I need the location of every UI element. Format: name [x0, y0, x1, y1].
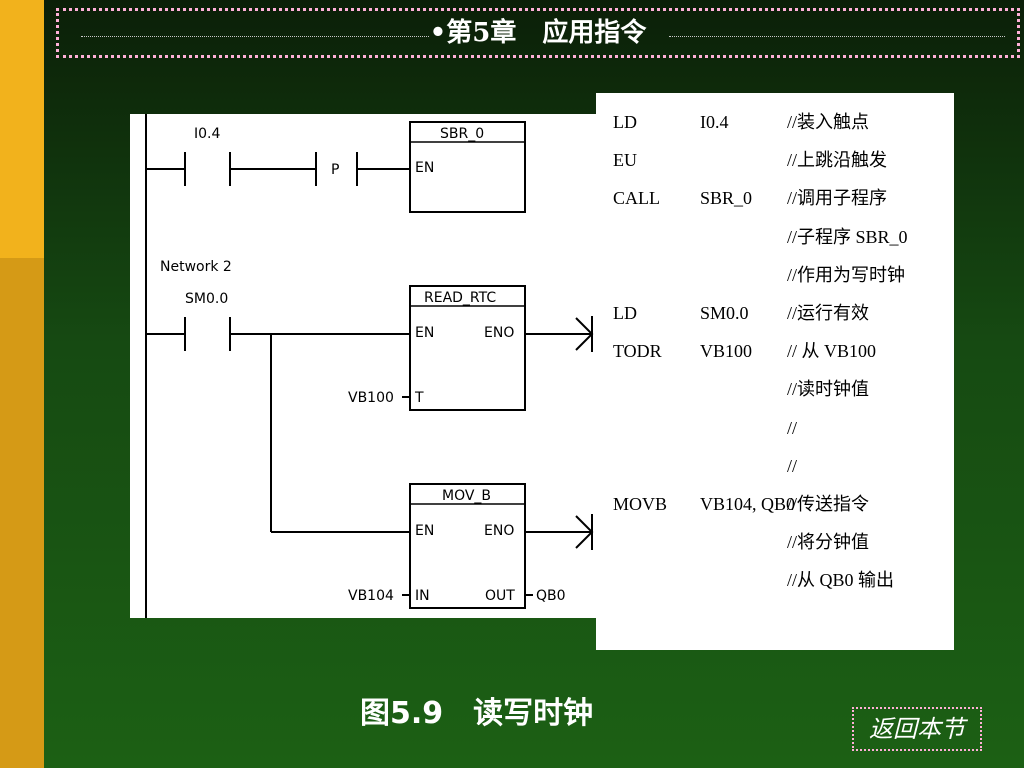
- code-line-9-comment: //: [787, 417, 798, 438]
- code-line-6-operand: SM0.0: [700, 303, 749, 323]
- code-line-1-op: LD: [613, 112, 637, 132]
- sbr-en-label: EN: [415, 160, 434, 176]
- code-line-6-op: LD: [613, 303, 637, 323]
- mov-box-title: MOV_B: [442, 488, 491, 504]
- code-line-8-comment: //读时钟值: [787, 379, 870, 400]
- mov-out-label: OUT: [485, 588, 515, 604]
- header-rule-right: [669, 36, 1005, 37]
- p-label: P: [331, 162, 339, 178]
- rtc-t-label: T: [414, 390, 424, 406]
- code-line-3-op: CALL: [613, 188, 660, 209]
- sbr-0-box: [409, 121, 526, 213]
- code-line-4-comment: //子程序 SBR_0: [787, 226, 908, 247]
- contact-label-sm0-0: SM0.0: [185, 291, 228, 307]
- code-line-1-operand: I0.4: [700, 112, 729, 132]
- mov-in-label: IN: [415, 588, 430, 604]
- mov-input-label: VB104: [348, 588, 394, 604]
- slide-title: •第5章 应用指令: [429, 18, 647, 48]
- slide-header: •第5章 应用指令: [56, 8, 1020, 58]
- code-line-2-comment: //上跳沿触发: [787, 150, 888, 171]
- rtc-input-label: VB100: [348, 390, 394, 406]
- statement-list-panel: LD I0.4 //装入触点 EU //上跳沿触发 CALL SBR_0 //调用子程序 //子…: [596, 93, 954, 650]
- sidebar-accent-bottom: [0, 258, 44, 768]
- code-line-6-comment: //运行有效: [787, 303, 870, 323]
- code-line-12-comment: //将分钟值: [787, 532, 870, 553]
- mov-output-label: QB0: [536, 588, 566, 604]
- code-line-7-operand: VB100: [700, 341, 753, 362]
- mov-b-box: [409, 483, 526, 609]
- rtc-eno-label: ENO: [484, 325, 514, 341]
- code-line-11-op: MOVB: [613, 494, 668, 514]
- back-to-section-button[interactable]: 返回本节: [852, 707, 982, 751]
- ladder-diagram: I0.4 P SBR_0 EN Network 2 SM0.0 READ_RTC…: [130, 114, 596, 618]
- code-line-7-op: TODR: [613, 341, 662, 362]
- header-rule-left: [81, 36, 429, 37]
- code-line-11-operand: VB104, QB0: [700, 494, 796, 514]
- code-line-1-comment: //装入触点: [787, 112, 870, 132]
- mov-en-label: EN: [415, 523, 434, 539]
- read-rtc-box: [409, 285, 526, 411]
- figure-caption: 图5.9 读写时钟: [360, 696, 594, 731]
- rtc-box-title: READ_RTC: [424, 290, 496, 306]
- code-line-13-comment: //从 QB0 输出: [787, 570, 895, 591]
- contact-label-i0-4: I0.4: [194, 126, 220, 142]
- code-line-5-comment: //作用为写时钟: [787, 264, 906, 285]
- mov-eno-label: ENO: [484, 523, 514, 539]
- sbr-box-title: SBR_0: [440, 126, 484, 142]
- code-line-2-op: EU: [613, 150, 637, 171]
- rtc-en-label: EN: [415, 325, 434, 341]
- code-line-11-comment: //传送指令: [787, 494, 870, 514]
- sidebar-accent-top: [0, 0, 44, 258]
- code-line-3-comment: //调用子程序: [787, 188, 888, 209]
- code-line-10-comment: //: [787, 455, 798, 476]
- code-line-7-comment: // 从 VB100: [787, 341, 877, 362]
- code-line-3-operand: SBR_0: [700, 188, 753, 209]
- network-2-label: Network 2: [160, 259, 232, 275]
